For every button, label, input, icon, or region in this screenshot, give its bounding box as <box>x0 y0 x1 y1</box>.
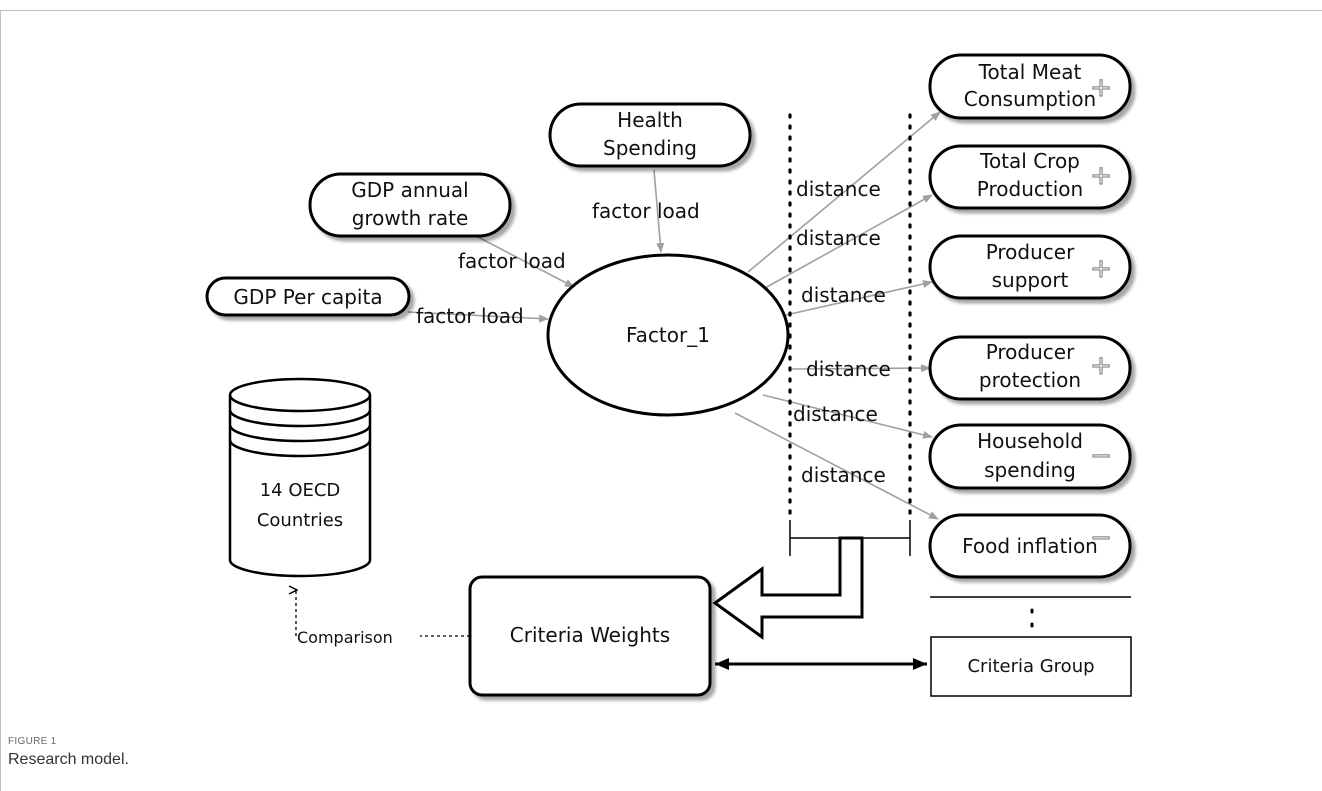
edge-label-health: factor load <box>592 199 700 223</box>
criteria-weights-box: Criteria Weights <box>468 575 712 697</box>
figure-label: FIGURE 1 <box>8 736 57 747</box>
node-health-spending: Health Spending <box>548 102 752 168</box>
node-meat-line-2: Consumption <box>964 87 1096 111</box>
node-gdp-annual-growth: GDP annual growth rate <box>308 172 512 238</box>
node-household-spending: Household spending − <box>928 423 1132 490</box>
node-household-line-2: spending <box>984 458 1076 482</box>
figure-frame <box>0 10 1322 791</box>
database-line-1: 14 OECD <box>260 480 341 501</box>
edge-label-support: distance <box>801 283 886 307</box>
node-protection-line-1: Producer <box>986 340 1075 364</box>
sign-minus-icon: − <box>1090 441 1112 471</box>
figure-caption: Research model. <box>8 751 129 768</box>
node-support-line-2: support <box>992 268 1069 292</box>
node-total-meat-consumption: Total Meat Consumption + <box>928 53 1132 120</box>
sign-plus-icon: + <box>1090 161 1112 191</box>
node-total-crop-production: Total Crop Production + <box>928 144 1132 210</box>
node-producer-support: Producer support + <box>928 234 1132 300</box>
edge-factor-to-protection <box>791 364 931 373</box>
sign-plus-icon: + <box>1090 254 1112 284</box>
node-household-line-1: Household <box>977 429 1083 453</box>
edge-label-inflation: distance <box>801 463 886 487</box>
hollow-arrow-to-weights <box>712 536 864 640</box>
sign-plus-icon: + <box>1090 73 1112 103</box>
node-crop-line-2: Production <box>977 177 1083 201</box>
factor-label: Factor_1 <box>626 323 710 347</box>
comparison-connector <box>296 590 470 637</box>
criteria-group-label: Criteria Group <box>967 656 1094 677</box>
node-gdp-pc-line-1: GDP Per capita <box>233 285 382 309</box>
node-gdp-growth-line-2: growth rate <box>352 206 469 230</box>
node-meat-line-1: Total Meat <box>978 60 1082 84</box>
database-line-2: Countries <box>257 510 343 531</box>
node-food-inflation: Food inflation − <box>928 513 1132 579</box>
edge-label-gdp-growth: factor load <box>458 249 566 273</box>
database-cylinder <box>228 377 372 578</box>
sign-minus-icon: − <box>1090 523 1112 553</box>
edge-gdp-pc-to-factor <box>407 311 549 323</box>
node-health-line-1: Health <box>617 108 683 132</box>
edge-label-meat: distance <box>796 177 881 201</box>
edge-gdp-growth-to-factor <box>477 236 575 288</box>
node-inflation-line-1: Food inflation <box>962 534 1098 558</box>
edge-label-household: distance <box>793 402 878 426</box>
node-health-line-2: Spending <box>603 136 697 160</box>
edge-factor-to-support <box>785 280 933 316</box>
sign-plus-icon: + <box>1090 351 1112 381</box>
node-support-line-1: Producer <box>986 240 1075 264</box>
comparison-label: Comparison <box>297 628 393 647</box>
edge-factor-to-inflation <box>734 412 939 520</box>
edge-label-gdp-pc: factor load <box>416 304 524 328</box>
edge-factor-to-meat <box>747 111 941 273</box>
edge-health-to-factor <box>653 169 665 253</box>
criteria-weights-label: Criteria Weights <box>510 623 670 647</box>
edge-factor-to-crop <box>764 194 933 289</box>
node-protection-line-2: protection <box>979 368 1081 392</box>
criteria-group-box: Criteria Group <box>930 636 1132 697</box>
node-producer-protection: Producer protection + <box>928 335 1132 401</box>
node-factor-1: Factor_1 <box>546 253 790 417</box>
edge-label-protection: distance <box>806 357 891 381</box>
edge-label-crop: distance <box>796 226 881 250</box>
node-crop-line-1: Total Crop <box>979 149 1080 173</box>
node-gdp-per-capita: GDP Per capita <box>205 276 411 317</box>
node-gdp-growth-line-1: GDP annual <box>351 178 468 202</box>
